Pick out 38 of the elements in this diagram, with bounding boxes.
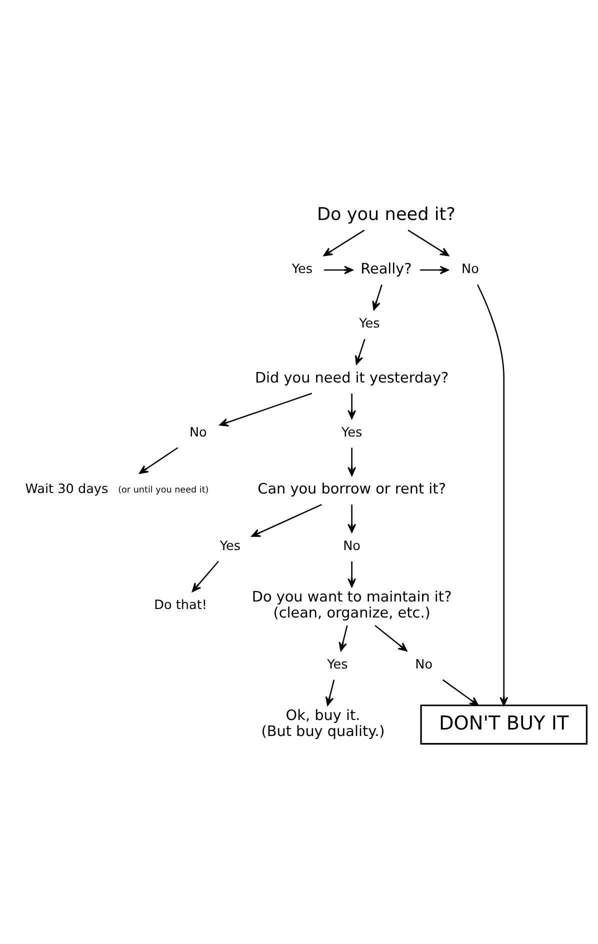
arrow — [219, 392, 312, 426]
node-text: Wait 30 days — [25, 482, 108, 497]
arrow — [325, 679, 335, 706]
arrow — [192, 560, 219, 592]
node-text: Did you need it yesterday? — [254, 370, 449, 386]
node-text: Do that! — [154, 598, 207, 613]
node-text: Yes — [327, 656, 348, 672]
node-text: Do you need it? — [316, 204, 456, 225]
node-text: No — [343, 538, 361, 554]
node-text: Yes — [341, 424, 362, 440]
arrow — [354, 338, 366, 364]
arrow — [408, 229, 450, 256]
node-text: Can you borrow or rent it? — [258, 481, 446, 498]
node-text: No — [189, 424, 207, 440]
arrow — [372, 284, 382, 310]
node-text: Yes — [359, 316, 380, 331]
arrow — [323, 229, 365, 256]
node-box: DON'T BUY IT — [420, 704, 588, 744]
arrow — [348, 504, 356, 532]
node-text: No — [462, 262, 479, 277]
node-text: No — [415, 656, 433, 672]
arrow — [251, 503, 322, 536]
arrow — [348, 447, 356, 476]
node-label: (or until you need it) — [118, 484, 209, 495]
arrow — [348, 560, 356, 587]
node-text: Ok, buy it. (But buy quality.) — [261, 708, 385, 740]
node-text: Yes — [292, 262, 313, 277]
arrow — [338, 624, 348, 651]
node-text: Really? — [360, 261, 412, 278]
node-text: Yes — [220, 538, 241, 554]
node-text: Do you want to maintain it? (clean, organize, etc.) — [252, 589, 452, 622]
arrow — [348, 393, 356, 419]
arrow — [139, 446, 178, 474]
arrow — [420, 265, 449, 274]
arrow — [442, 678, 479, 706]
arrow — [374, 624, 408, 651]
arrow — [324, 265, 354, 274]
arrow — [476, 284, 508, 706]
